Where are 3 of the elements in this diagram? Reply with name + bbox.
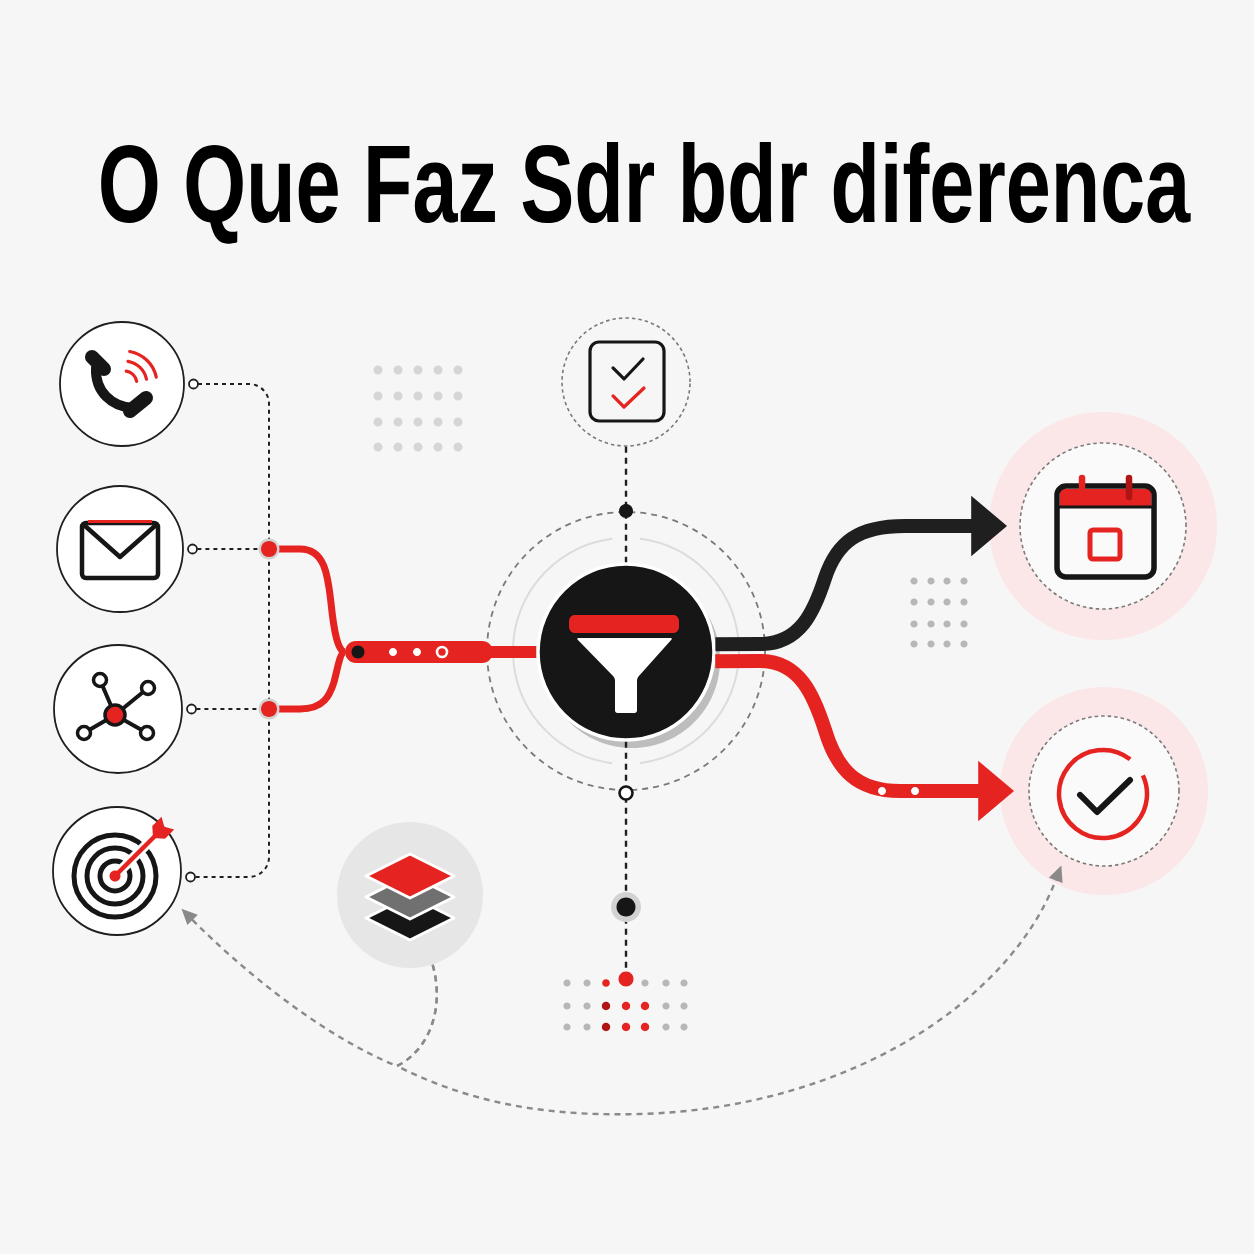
dashed-line <box>624 741 628 970</box>
title: O Que Faz Sdr bdr diferenca <box>101 142 1191 244</box>
dashed-line <box>624 446 628 563</box>
